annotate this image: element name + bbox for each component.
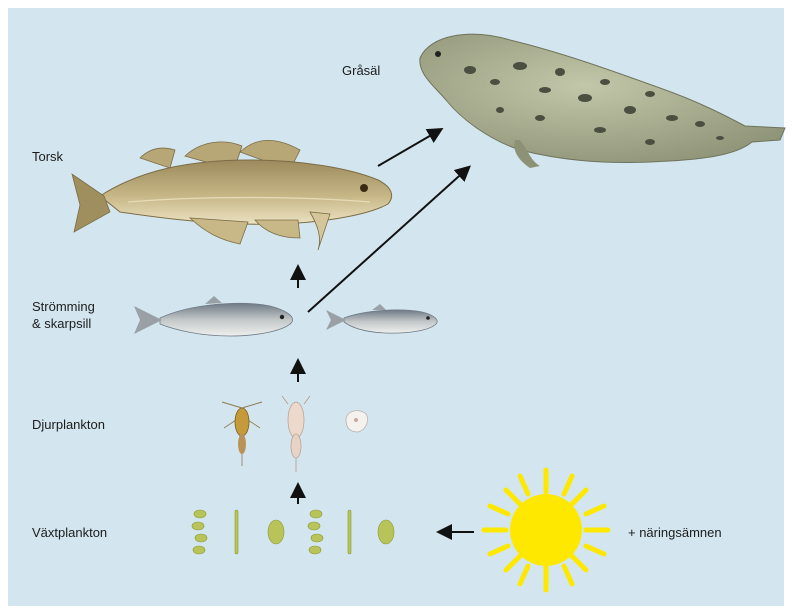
- sprat-illustration: [326, 304, 437, 333]
- zooplankton-label: Djurplankton: [32, 416, 105, 433]
- cod-illustration: [72, 140, 392, 250]
- cod-label: Torsk: [32, 148, 63, 165]
- phytoplankton-illustration: [192, 510, 394, 554]
- seal-illustration: [420, 34, 785, 168]
- herring-illustration: [134, 296, 293, 336]
- phytoplankton-label: Växtplankton: [32, 524, 107, 541]
- zooplankton-illustration: [222, 396, 368, 472]
- seal-label: Gråsäl: [342, 62, 380, 79]
- herring-label-line1: Strömming: [32, 298, 95, 315]
- herring-label-line2: & skarpsill: [32, 315, 91, 332]
- sun-icon: [484, 470, 608, 590]
- nutrients-label: + näringsämnen: [628, 524, 722, 541]
